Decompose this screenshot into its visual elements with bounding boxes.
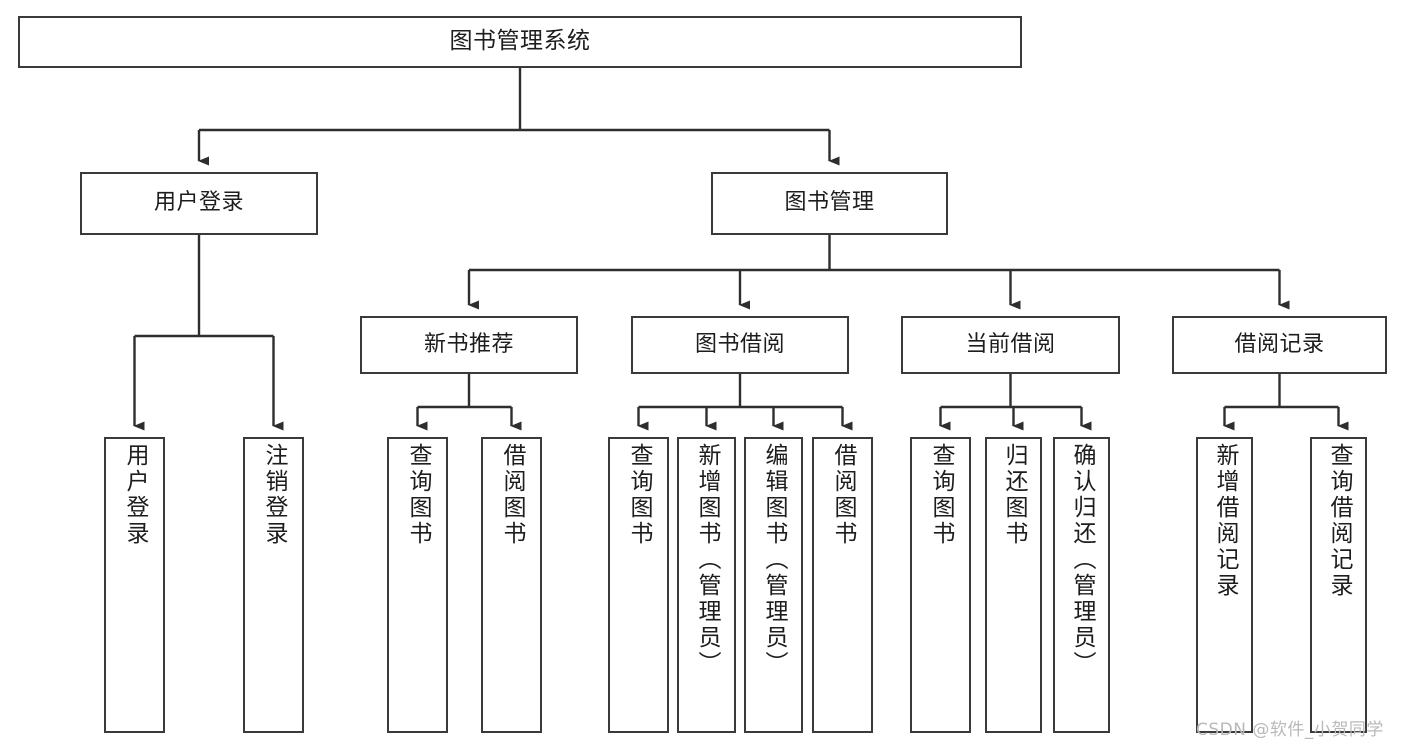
node-leaf-query-book-current[interactable]: 查询图书 [910,437,971,733]
node-leaf-user-login[interactable]: 用户登录 [104,437,165,733]
node-label-new-book-recommend: 新书推荐 [423,331,514,357]
node-user-login[interactable]: 用户登录 [80,172,318,235]
node-book-borrow[interactable]: 图书借阅 [631,316,849,374]
node-label-root: 图书管理系统 [449,28,591,55]
node-label-book-manage: 图书管理 [784,190,875,216]
node-label-leaf-edit-book-admin: 编辑图书（管理员） [761,443,787,677]
node-leaf-query-book-recommend[interactable]: 查询图书 [387,437,448,733]
node-book-manage[interactable]: 图书管理 [711,172,948,235]
node-label-leaf-add-book-admin: 新增图书（管理员） [694,443,720,677]
node-label-leaf-query-book-borrow: 查询图书 [626,443,652,547]
node-borrow-record[interactable]: 借阅记录 [1172,316,1387,374]
node-label-leaf-query-borrow-record: 查询借阅记录 [1326,443,1352,599]
node-leaf-user-logout[interactable]: 注销登录 [243,437,304,733]
node-label-leaf-return-book: 归还图书 [1001,443,1027,547]
node-root[interactable]: 图书管理系统 [18,16,1022,68]
node-label-leaf-borrow-book-recommend: 借阅图书 [499,443,525,547]
node-label-leaf-user-logout: 注销登录 [261,443,287,547]
node-label-leaf-borrow-book: 借阅图书 [830,443,856,547]
node-leaf-return-book[interactable]: 归还图书 [985,437,1042,733]
node-leaf-edit-book-admin[interactable]: 编辑图书（管理员） [744,437,803,733]
node-label-leaf-confirm-return-admin: 确认归还（管理员） [1069,443,1095,677]
csdn-watermark: CSDN @软件_小贺同学 [1196,720,1384,740]
node-new-book-recommend[interactable]: 新书推荐 [360,316,578,374]
node-label-leaf-query-book-current: 查询图书 [928,443,954,547]
node-leaf-add-book-admin[interactable]: 新增图书（管理员） [677,437,736,733]
node-leaf-borrow-book[interactable]: 借阅图书 [812,437,873,733]
node-label-borrow-record: 借阅记录 [1234,331,1325,357]
node-leaf-add-borrow-record[interactable]: 新增借阅记录 [1196,437,1253,733]
node-leaf-query-borrow-record[interactable]: 查询借阅记录 [1310,437,1367,733]
node-current-borrow[interactable]: 当前借阅 [901,316,1120,374]
node-leaf-borrow-book-recommend[interactable]: 借阅图书 [481,437,542,733]
node-label-current-borrow: 当前借阅 [965,331,1056,357]
node-leaf-confirm-return-admin[interactable]: 确认归还（管理员） [1053,437,1110,733]
node-label-leaf-user-login: 用户登录 [122,443,148,547]
node-label-leaf-query-book-recommend: 查询图书 [405,443,431,547]
node-leaf-query-book-borrow[interactable]: 查询图书 [608,437,669,733]
node-label-book-borrow: 图书借阅 [694,331,785,357]
node-label-leaf-add-borrow-record: 新增借阅记录 [1212,443,1238,599]
node-label-user-login: 用户登录 [153,190,244,216]
